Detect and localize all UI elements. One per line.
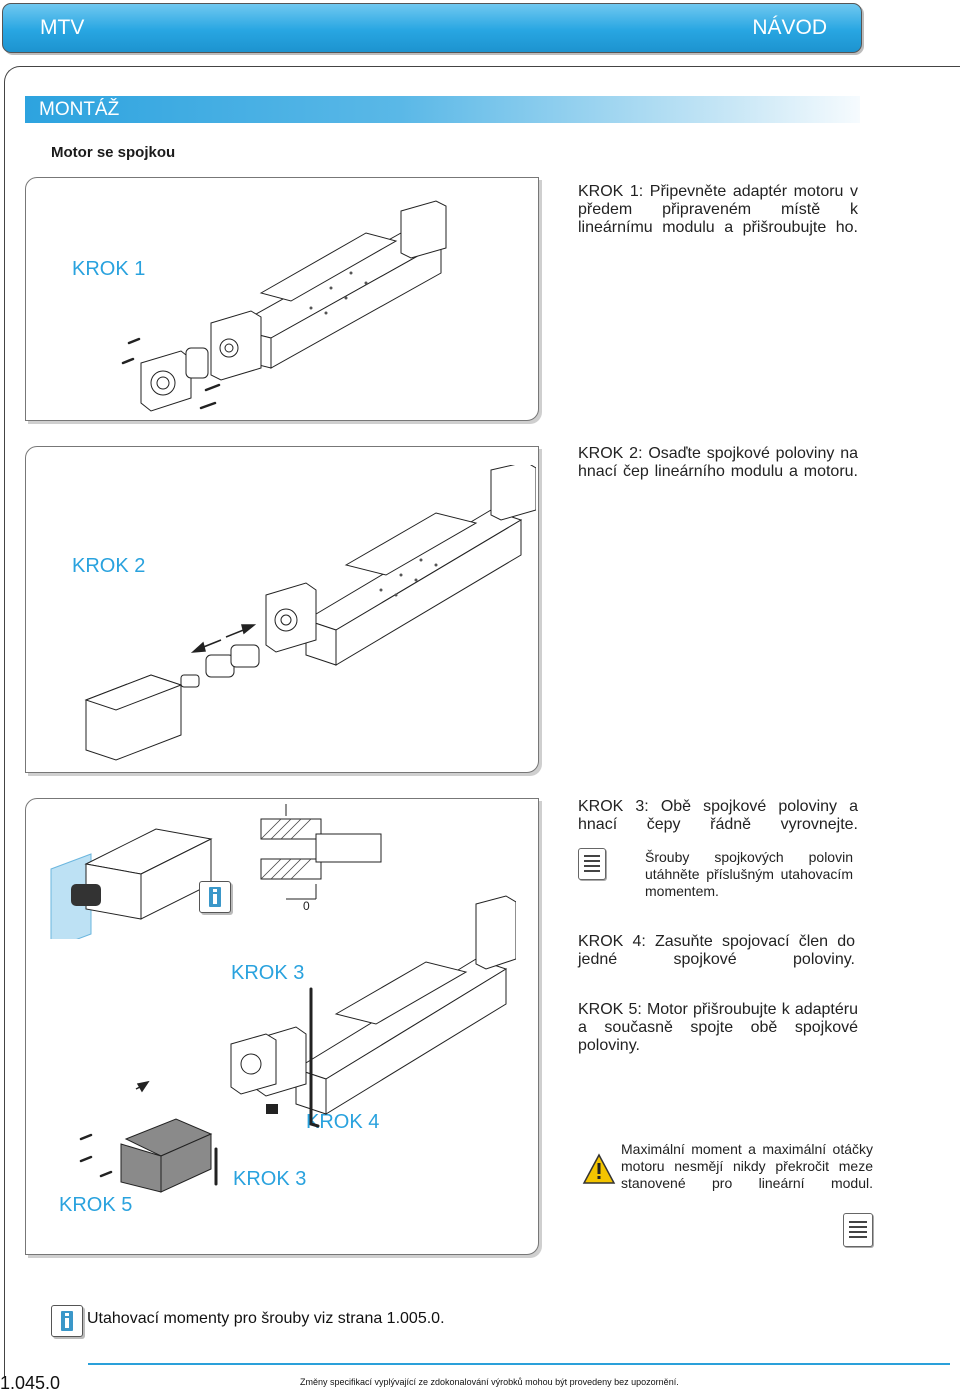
alignment-detail-illustration <box>50 828 213 939</box>
step5-label: KROK 5 <box>59 1194 133 1216</box>
info-icon-note <box>51 1305 83 1337</box>
section-bar: MONTÁŽ <box>25 96 860 123</box>
step2-text: KROK 2: Osaďte spojkové poloviny na hnac… <box>578 445 858 480</box>
page-frame <box>4 66 960 1377</box>
step1-text: KROK 1: Připevněte adaptér motoru v před… <box>578 183 858 236</box>
footer-divider <box>88 1363 950 1365</box>
step3-5-illustration <box>79 895 516 1193</box>
step5-text: KROK 5: Motor přišroubujte k adaptéru a … <box>578 1001 858 1054</box>
step3-text: KROK 3: Obě spojkové poloviny a hnací če… <box>578 798 858 833</box>
step1-illustration <box>121 200 447 412</box>
document-icon-2 <box>843 1213 873 1247</box>
header-left-label: MTV <box>40 16 85 39</box>
footer-disclaimer: Změny specifikací vyplývající ze zdokona… <box>300 1377 679 1387</box>
step2-panel: KROK 2 <box>25 446 539 773</box>
zero-label: 0 <box>303 899 310 913</box>
step2-label: KROK 2 <box>72 555 146 577</box>
subtitle: Motor se spojkou <box>51 144 176 161</box>
step1-label: KROK 1 <box>72 258 146 280</box>
screws-text: Šrouby spojkových polovin utáhněte přísl… <box>645 849 853 899</box>
torque-note: Utahovací momenty pro šrouby viz strana … <box>87 1310 445 1327</box>
header-right-label: NÁVOD <box>752 16 827 39</box>
step4-label: KROK 4 <box>306 1111 380 1133</box>
page-header: MTV NÁVOD <box>2 3 862 53</box>
shaft-alignment-diagram <box>260 804 382 900</box>
step3-label-a: KROK 3 <box>231 962 305 984</box>
step3-panel: 0 KROK 3 KROK 4 KROK 3 KROK 5 <box>25 798 539 1255</box>
section-title: MONTÁŽ <box>39 99 120 120</box>
warning-text: Maximální moment a maximální otáčky moto… <box>621 1141 873 1191</box>
step2-illustration <box>84 465 536 761</box>
warning-icon <box>582 1153 616 1184</box>
step3-label-b: KROK 3 <box>233 1168 307 1190</box>
step1-panel: KROK 1 <box>25 177 539 421</box>
page-number: 1.045.0 <box>0 1373 61 1393</box>
info-icon <box>199 881 231 913</box>
document-icon <box>578 848 606 880</box>
step4-text: KROK 4: Zasuňte spojovací člen do jedné … <box>578 933 855 968</box>
